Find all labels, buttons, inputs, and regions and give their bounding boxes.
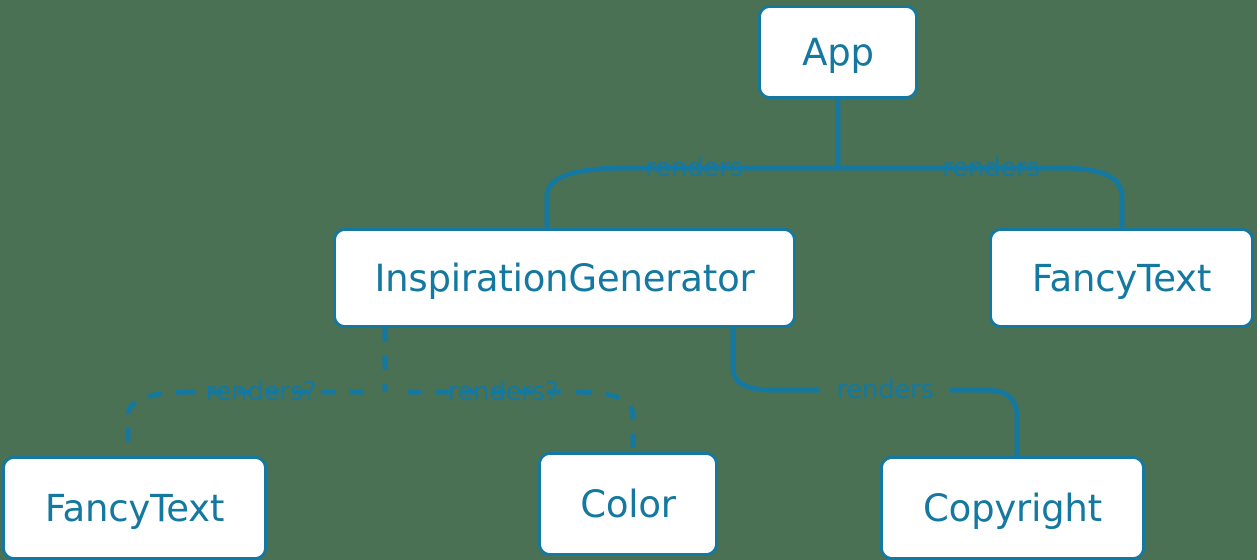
edge-label-inspirationgenerator-to-fancytext: renders? [205, 377, 317, 407]
node-inspiration-generator[interactable]: InspirationGenerator [333, 228, 796, 328]
node-fancytext-right[interactable]: FancyText [989, 228, 1254, 328]
node-app-label: App [802, 30, 874, 74]
edge-inspirationgenerator-to-copyright-corner [730, 328, 820, 393]
node-copyright-label: Copyright [923, 486, 1102, 530]
edge-inspirationgenerator-to-color-dashed-corner [577, 389, 636, 452]
edge-label-inspirationgenerator-to-color: renders? [447, 377, 559, 407]
node-fancytext-bottom[interactable]: FancyText [2, 456, 267, 560]
edge-app-to-fancytext-corner [1061, 165, 1125, 228]
node-app[interactable]: App [758, 5, 918, 99]
node-fancytext-bottom-label: FancyText [44, 486, 225, 530]
node-inspiration-generator-label: InspirationGenerator [374, 256, 755, 300]
node-color[interactable]: Color [538, 452, 718, 556]
edge-app-to-inspirationgenerator-corner [544, 165, 626, 228]
edge-inspirationgenerator-to-copyright [950, 387, 1020, 456]
node-color-label: Color [580, 482, 676, 526]
edge-label-app-to-fancytext: renders [942, 153, 1040, 183]
edge-inspirationgenerator-to-fancytext-dashed-corner [125, 389, 191, 456]
edge-label-inspirationgenerator-to-copyright: renders [836, 375, 934, 405]
edge-label-app-to-inspirationgenerator: renders [645, 153, 743, 183]
node-copyright[interactable]: Copyright [880, 456, 1145, 560]
node-fancytext-right-label: FancyText [1031, 256, 1212, 300]
